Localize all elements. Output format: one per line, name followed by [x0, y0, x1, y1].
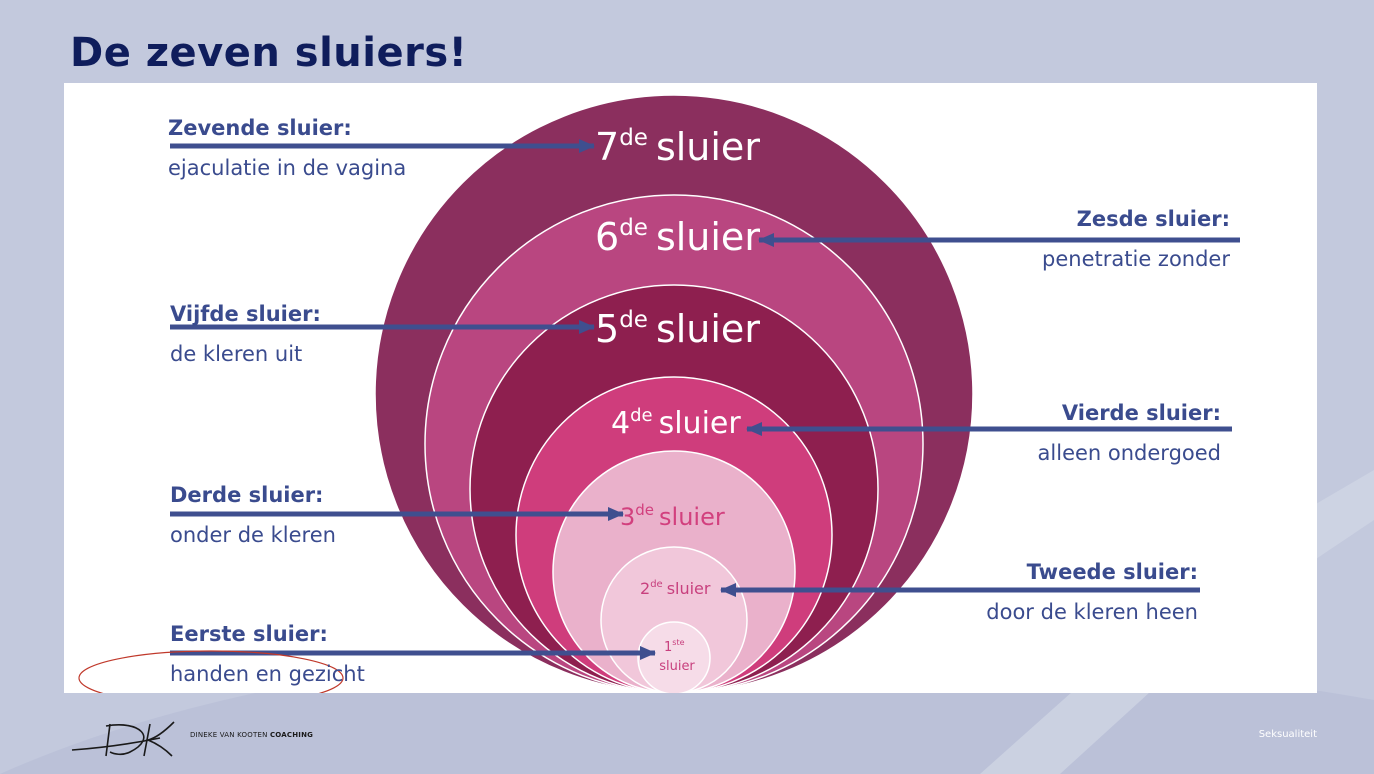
slide-title: De zeven sluiers!	[70, 30, 468, 76]
logo-text-bold: COACHING	[269, 731, 314, 739]
label-3: Derde sluier: onder de kleren	[170, 481, 336, 549]
logo-text-light: DINEKE VAN KOOTEN	[190, 731, 268, 739]
label-2-head: Tweede sluier:	[1026, 560, 1198, 584]
label-3-desc: onder de kleren	[170, 523, 336, 547]
circle-1	[637, 621, 711, 693]
label-3-head: Derde sluier:	[170, 483, 324, 507]
label-1-head: Eerste sluier:	[170, 622, 328, 646]
circle-label-1-word: sluier	[659, 659, 695, 674]
label-4: Vierde sluier: alleen ondergoed	[1038, 399, 1221, 467]
label-1-desc: handen en gezicht	[170, 662, 365, 686]
label-6-head: Zesde sluier:	[1076, 207, 1230, 231]
label-5: Vijfde sluier: de kleren uit	[170, 300, 321, 368]
label-7: Zevende sluier: ejaculatie in de vagina	[168, 114, 406, 182]
label-7-desc: ejaculatie in de vagina	[168, 156, 407, 180]
label-5-desc: de kleren uit	[170, 342, 303, 366]
circle-label-1-num: 1ste	[664, 638, 685, 655]
label-6-desc: penetratie zonder	[1042, 247, 1230, 271]
logo-signature-icon	[71, 721, 175, 757]
label-2: Tweede sluier: door de kleren heen	[986, 558, 1198, 626]
label-4-desc: alleen ondergoed	[1037, 441, 1221, 465]
label-7-head: Zevende sluier:	[168, 116, 352, 140]
logo-text: DINEKE VAN KOOTEN COACHING	[190, 731, 313, 739]
label-6: Zesde sluier: penetratie zonder	[1042, 205, 1230, 273]
label-2-desc: door de kleren heen	[986, 600, 1198, 624]
footer-label: Seksualiteit	[1258, 729, 1317, 740]
label-5-head: Vijfde sluier:	[170, 302, 321, 326]
label-4-head: Vierde sluier:	[1061, 401, 1221, 425]
label-1: Eerste sluier: handen en gezicht	[170, 620, 365, 688]
highlight-ellipse	[78, 650, 344, 693]
